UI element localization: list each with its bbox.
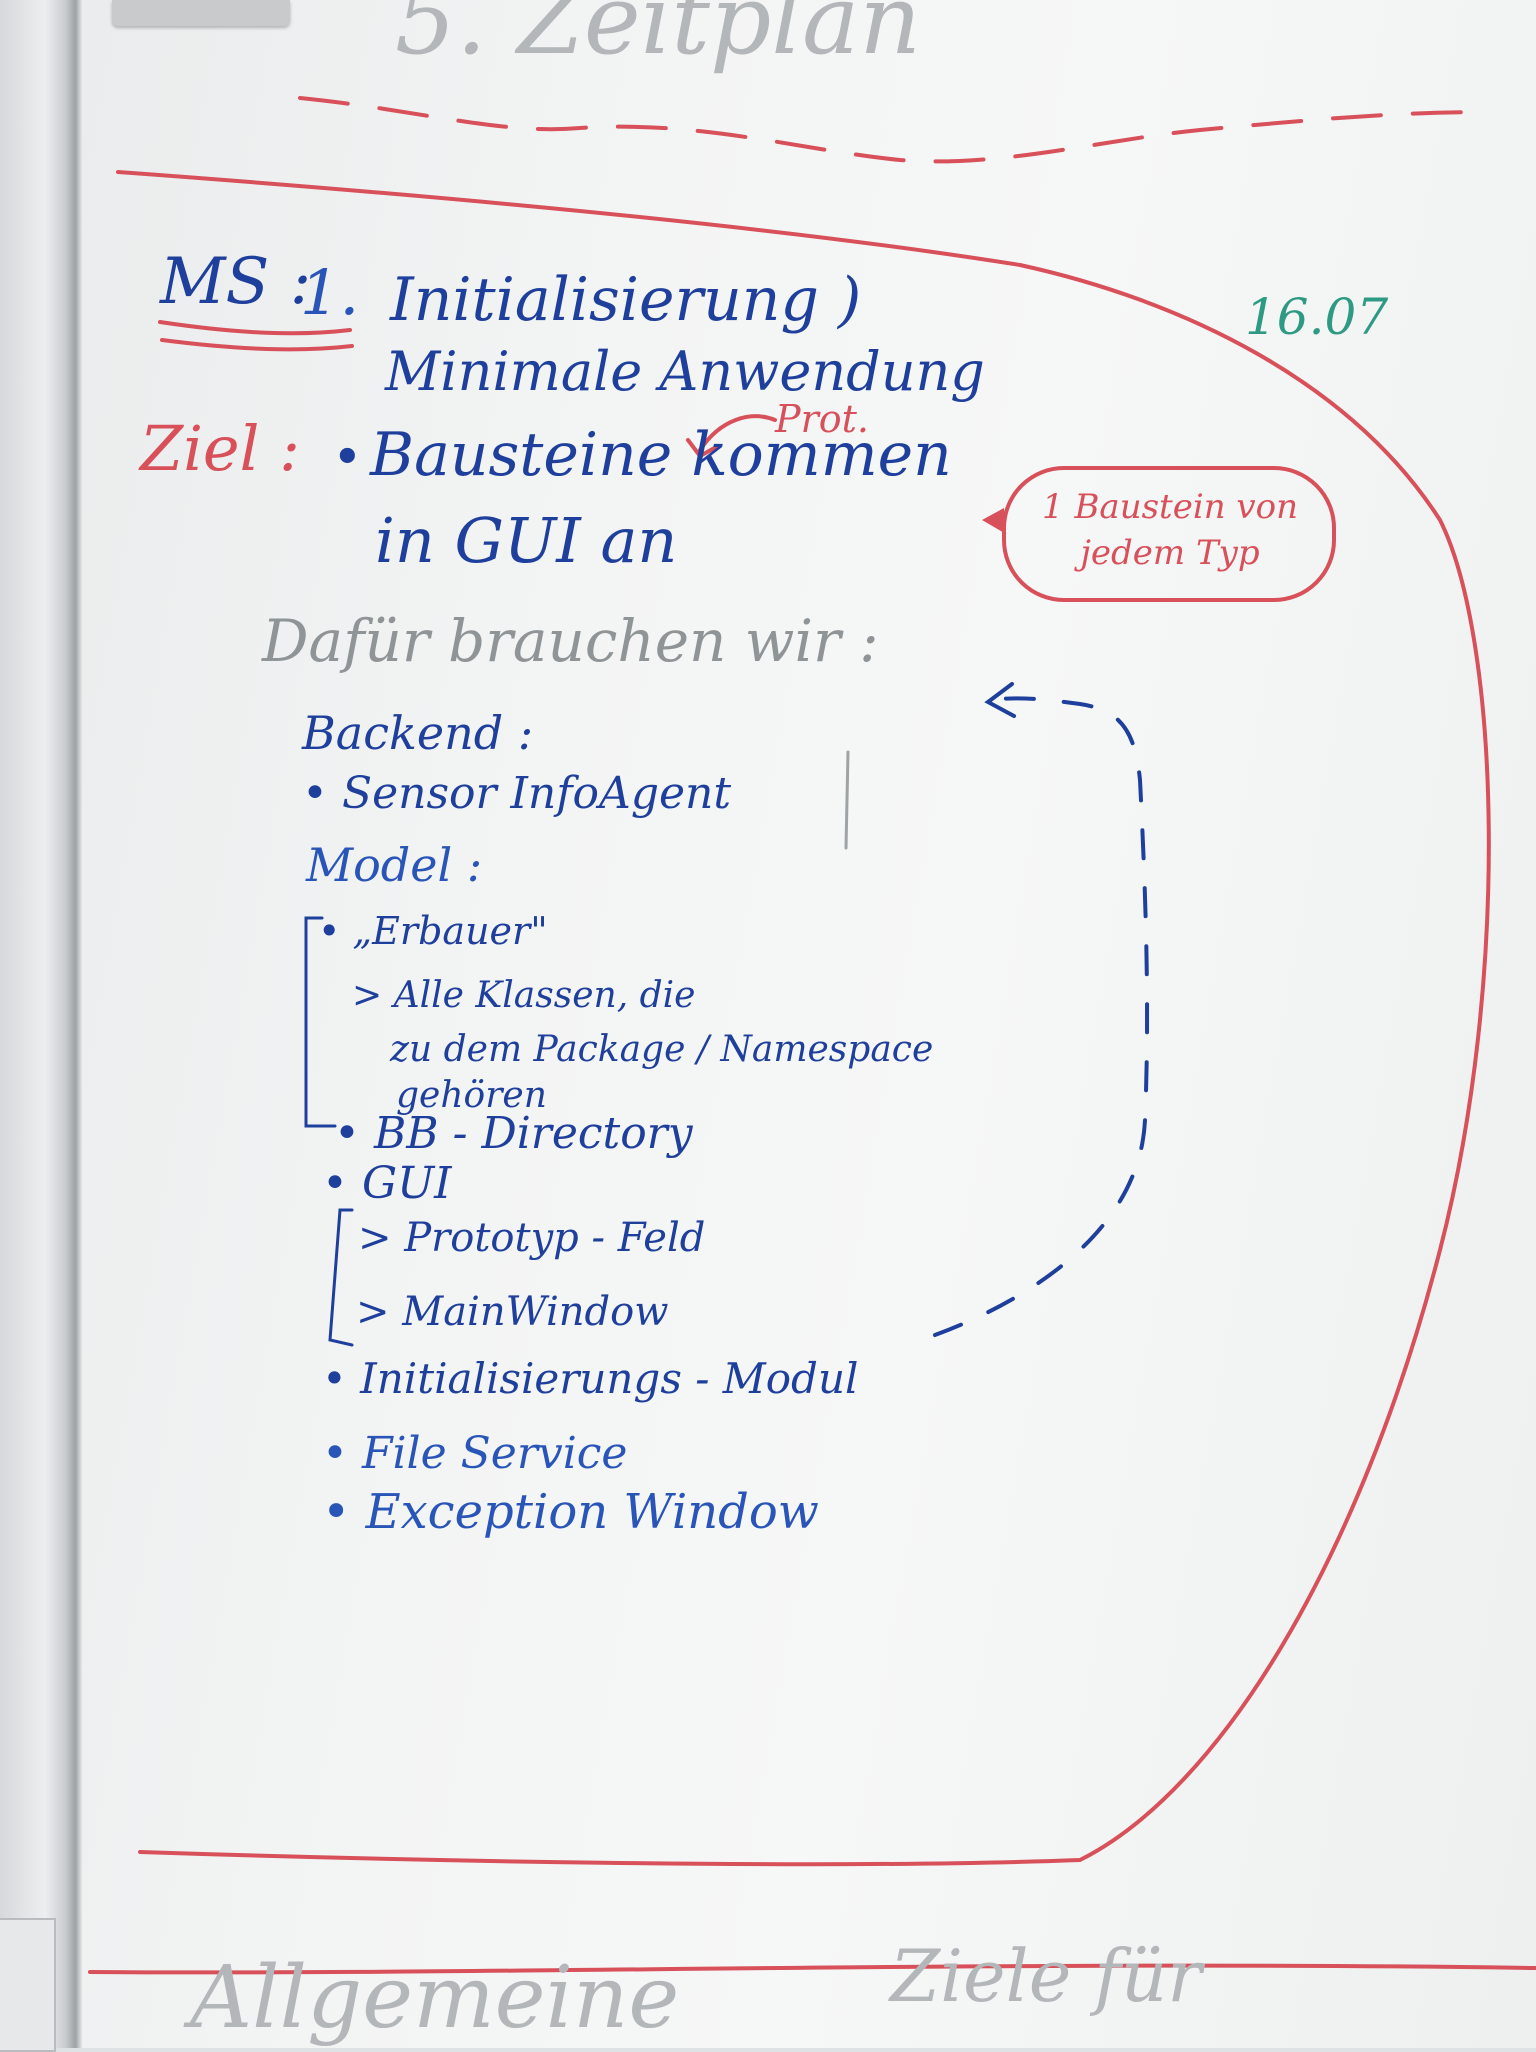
note-bubble-pointer [982, 508, 1006, 534]
milestone-title: Initialisierung ) [390, 265, 862, 335]
backend-item: • Sensor InfoAgent [302, 768, 732, 819]
note-bubble [1002, 466, 1336, 602]
model-builder-sub-1: > Alle Klassen, die [352, 975, 696, 1016]
gui-sub-2: > MainWindow [356, 1289, 669, 1335]
faded-bottom-left: Allgemeine [190, 1948, 680, 2048]
whiteboard-frame [0, 0, 82, 2048]
dashed-arrowhead [984, 682, 1016, 718]
red-dashed-divider [298, 96, 1492, 164]
goal-label: Ziel : [140, 412, 301, 485]
item-exception-window: • Exception Window [322, 1484, 819, 1540]
gui-bracket [328, 1208, 354, 1347]
dashed-return-arrow [933, 696, 1150, 1337]
insert-arrow [698, 414, 777, 452]
need-heading: Dafür brauchen wir : [262, 607, 879, 675]
faint-mark [844, 750, 850, 850]
insert-arrowhead [686, 438, 720, 459]
milestone-prefix: MS : [160, 245, 312, 319]
faded-heading: 5. Zeitplan [395, 0, 922, 76]
gui-heading: • GUI [322, 1158, 452, 1209]
model-builder: • „Erbauer" [318, 909, 548, 953]
goal-note: 1 Baustein von jedem Typ [1042, 487, 1298, 573]
goal-insert-word: Prot. [775, 397, 869, 441]
ms-underline-1 [158, 320, 352, 336]
model-heading: Model : [306, 838, 483, 892]
ms-underline-2 [160, 338, 354, 352]
milestone-date: 16.07 [1245, 288, 1389, 346]
milestone-subtitle: Minimale Anwendung [385, 340, 985, 403]
model-directory: • BB - Directory [334, 1108, 693, 1159]
item-file-service: • File Service [322, 1428, 628, 1479]
magnet-clip [112, 0, 290, 26]
model-builder-sub-3: gehören [396, 1075, 547, 1116]
item-init-module: • Initialisierungs - Modul [322, 1354, 859, 1403]
gui-sub-1: > Prototyp - Feld [358, 1215, 706, 1261]
red-milestone-arc [116, 170, 1491, 1867]
goal-line-1: Bausteine kommen [370, 420, 952, 490]
model-builder-sub-2: zu dem Package / Namespace [390, 1029, 934, 1070]
goal-bullet: • [332, 428, 363, 488]
backend-heading: Backend : [302, 706, 534, 760]
model-bracket [304, 916, 337, 1128]
faded-bottom-right: Ziele für [890, 1934, 1202, 2018]
red-bottom-line [88, 1963, 1536, 1975]
milestone-number: 1. [300, 256, 360, 329]
goal-line-2: in GUI an [375, 504, 678, 577]
